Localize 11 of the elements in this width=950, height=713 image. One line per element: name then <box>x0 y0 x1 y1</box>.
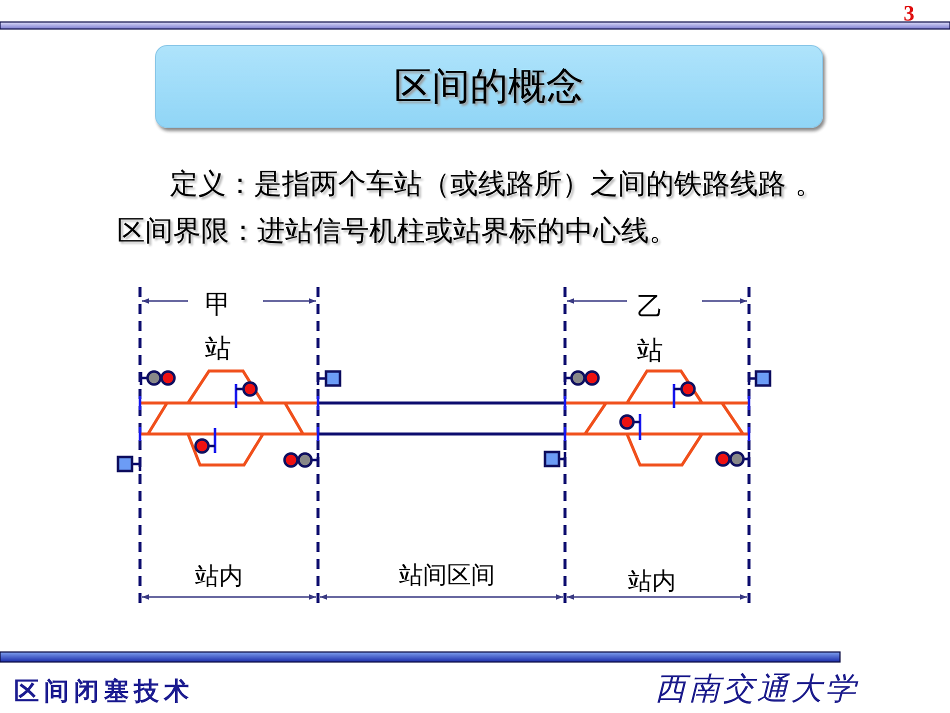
body-text: 定义：是指两个车站（或线路所）之间的铁路线路 。 <box>170 168 823 200</box>
station-label: 乙站 <box>637 291 663 368</box>
title-box: 区间的概念 <box>155 45 823 128</box>
dimension-label: 站内 <box>628 568 676 596</box>
dimension-label: 站内 <box>195 563 243 591</box>
footer-title: 区间闭塞技术 <box>14 678 194 706</box>
body-text: 区间界限：进站信号机柱或站界标的中心线。 <box>117 214 677 248</box>
station-label: 甲站 <box>205 289 231 366</box>
page-number: 3 <box>904 0 914 26</box>
university-name: 西南交通大学 <box>655 672 859 708</box>
dimension-label: 站间区间 <box>399 562 495 590</box>
